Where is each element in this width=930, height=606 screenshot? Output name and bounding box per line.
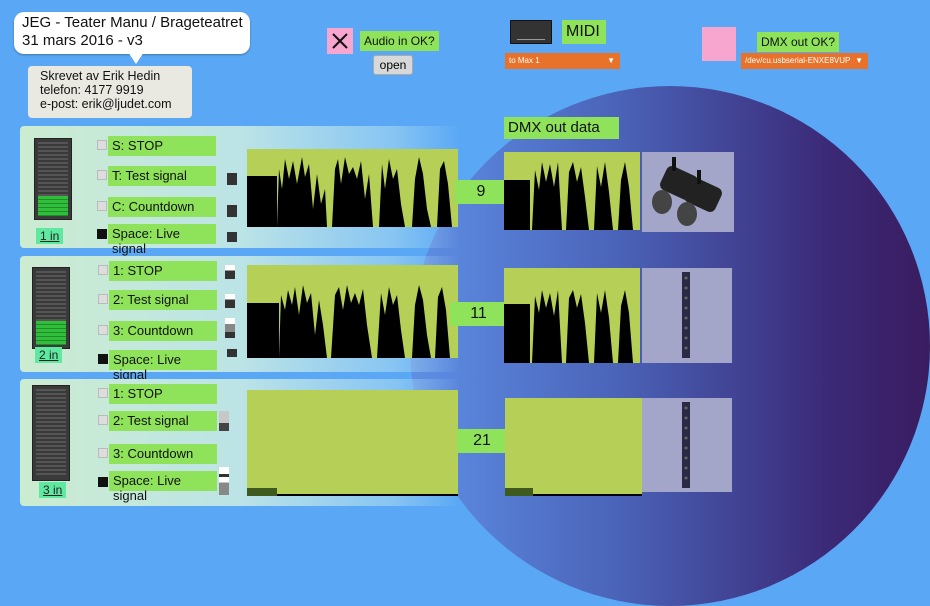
countdown-button-1[interactable]: C: Countdown: [108, 197, 216, 217]
waveform-graph: [247, 157, 452, 227]
waveform-graph: [247, 488, 458, 496]
toggle-2a[interactable]: [225, 265, 235, 279]
test-checkbox-1[interactable]: [97, 170, 107, 180]
toggle-3b[interactable]: [219, 467, 229, 495]
close-icon: [332, 33, 348, 49]
stop-button-2[interactable]: 1: STOP: [109, 261, 217, 281]
led-bar-icon: [682, 402, 690, 488]
input-link-2[interactable]: 2 in: [35, 347, 63, 363]
toggle-2c[interactable]: [225, 318, 235, 338]
live-checkbox-3[interactable]: [98, 477, 108, 487]
countdown-checkbox-2[interactable]: [98, 325, 108, 335]
test-signal-button-1[interactable]: T: Test signal: [108, 166, 216, 186]
dmx-waveform-1: [504, 152, 640, 230]
waveform-graph: [247, 285, 450, 358]
midi-device-select[interactable]: to Max 1 ▼: [505, 53, 620, 69]
stop-checkbox-2[interactable]: [98, 265, 108, 275]
credits-phone: telefon: 4177 9919: [40, 83, 144, 97]
title-line-2: 31 mars 2016 - v3: [22, 32, 143, 49]
dmx-port-value: /dev/cu.usbserial-ENXE8VUP: [745, 56, 851, 65]
input-meter-3: [32, 385, 70, 481]
credits-email: e-post: erik@ljudet.com: [40, 97, 172, 111]
stop-button-3[interactable]: 1: STOP: [109, 384, 217, 404]
bubble-tail: [128, 52, 144, 64]
dmx-waveform-3: [505, 398, 642, 496]
live-checkbox-2[interactable]: [98, 354, 108, 364]
audio-status-toggle[interactable]: [327, 28, 353, 54]
test-checkbox-3[interactable]: [98, 415, 108, 425]
spotlight-icon: [652, 157, 722, 226]
chevron-down-icon: ▼: [855, 56, 863, 65]
waveform-graph: [505, 488, 642, 496]
spotlight-pair-image: [642, 152, 734, 232]
input-meter-2: [32, 267, 70, 349]
dmx-status-indicator: [702, 27, 736, 61]
dmx-channel-3[interactable]: 21: [457, 429, 507, 453]
dmx-channel-1[interactable]: 9: [455, 180, 507, 204]
led-bar-icon: [682, 272, 690, 358]
credits-author: Skrevet av Erik Hedin: [40, 69, 161, 83]
test-signal-button-2[interactable]: 2: Test signal: [109, 290, 217, 310]
midi-label: MIDI: [562, 20, 606, 44]
live-checkbox-1[interactable]: [97, 229, 107, 239]
countdown-button-3[interactable]: 3: Countdown: [109, 444, 217, 464]
toggle-1c[interactable]: [227, 232, 237, 242]
live-signal-button-3[interactable]: Space: Live signal: [109, 471, 217, 503]
waveform-graph: [504, 162, 633, 230]
waveform-graph: [504, 290, 633, 363]
dmx-channel-2[interactable]: 11: [450, 302, 507, 326]
audio-ok-label: Audio in OK?: [360, 31, 439, 51]
midi-display: [510, 20, 552, 44]
test-signal-button-3[interactable]: 2: Test signal: [109, 411, 217, 431]
input-link-1[interactable]: 1 in: [36, 228, 64, 244]
toggle-2d[interactable]: [227, 349, 237, 357]
audio-open-button[interactable]: open: [373, 55, 413, 75]
title-line-1: JEG - Teater Manu / Brageteatret: [22, 14, 243, 31]
countdown-button-2[interactable]: 3: Countdown: [109, 321, 217, 341]
stop-checkbox-3[interactable]: [98, 388, 108, 398]
led-bar-image-2: [642, 268, 732, 363]
input-waveform-3: [247, 390, 458, 496]
test-checkbox-2[interactable]: [98, 294, 108, 304]
dmx-out-data-label: DMX out data: [504, 117, 619, 139]
dmx-ok-label: DMX out OK?: [757, 32, 840, 52]
credits-box: Skrevet av Erik Hedin telefon: 4177 9919…: [28, 66, 192, 118]
toggle-2b[interactable]: [225, 294, 235, 308]
live-signal-button-1[interactable]: Space: Live signal: [108, 224, 216, 256]
countdown-checkbox-1[interactable]: [97, 201, 107, 211]
title-bubble: JEG - Teater Manu / Brageteatret 31 mars…: [14, 12, 250, 54]
led-bar-image-3: [642, 398, 732, 492]
dmx-waveform-2: [504, 268, 640, 363]
toggle-1b[interactable]: [227, 205, 237, 217]
live-signal-button-2[interactable]: Space: Live signal: [109, 350, 217, 382]
input-meter-1: [34, 138, 72, 220]
stop-checkbox-1[interactable]: [97, 140, 107, 150]
toggle-1a[interactable]: [227, 173, 237, 185]
stop-button-1[interactable]: S: STOP: [108, 136, 216, 156]
toggle-3a[interactable]: [219, 411, 229, 431]
midi-device-value: to Max 1: [509, 56, 540, 65]
countdown-checkbox-3[interactable]: [98, 448, 108, 458]
input-link-3[interactable]: 3 in: [39, 482, 67, 498]
dmx-port-select[interactable]: /dev/cu.usbserial-ENXE8VUP ▼: [741, 53, 868, 69]
input-waveform-1: [247, 149, 458, 227]
input-waveform-2: [247, 265, 458, 358]
chevron-down-icon: ▼: [607, 56, 615, 65]
